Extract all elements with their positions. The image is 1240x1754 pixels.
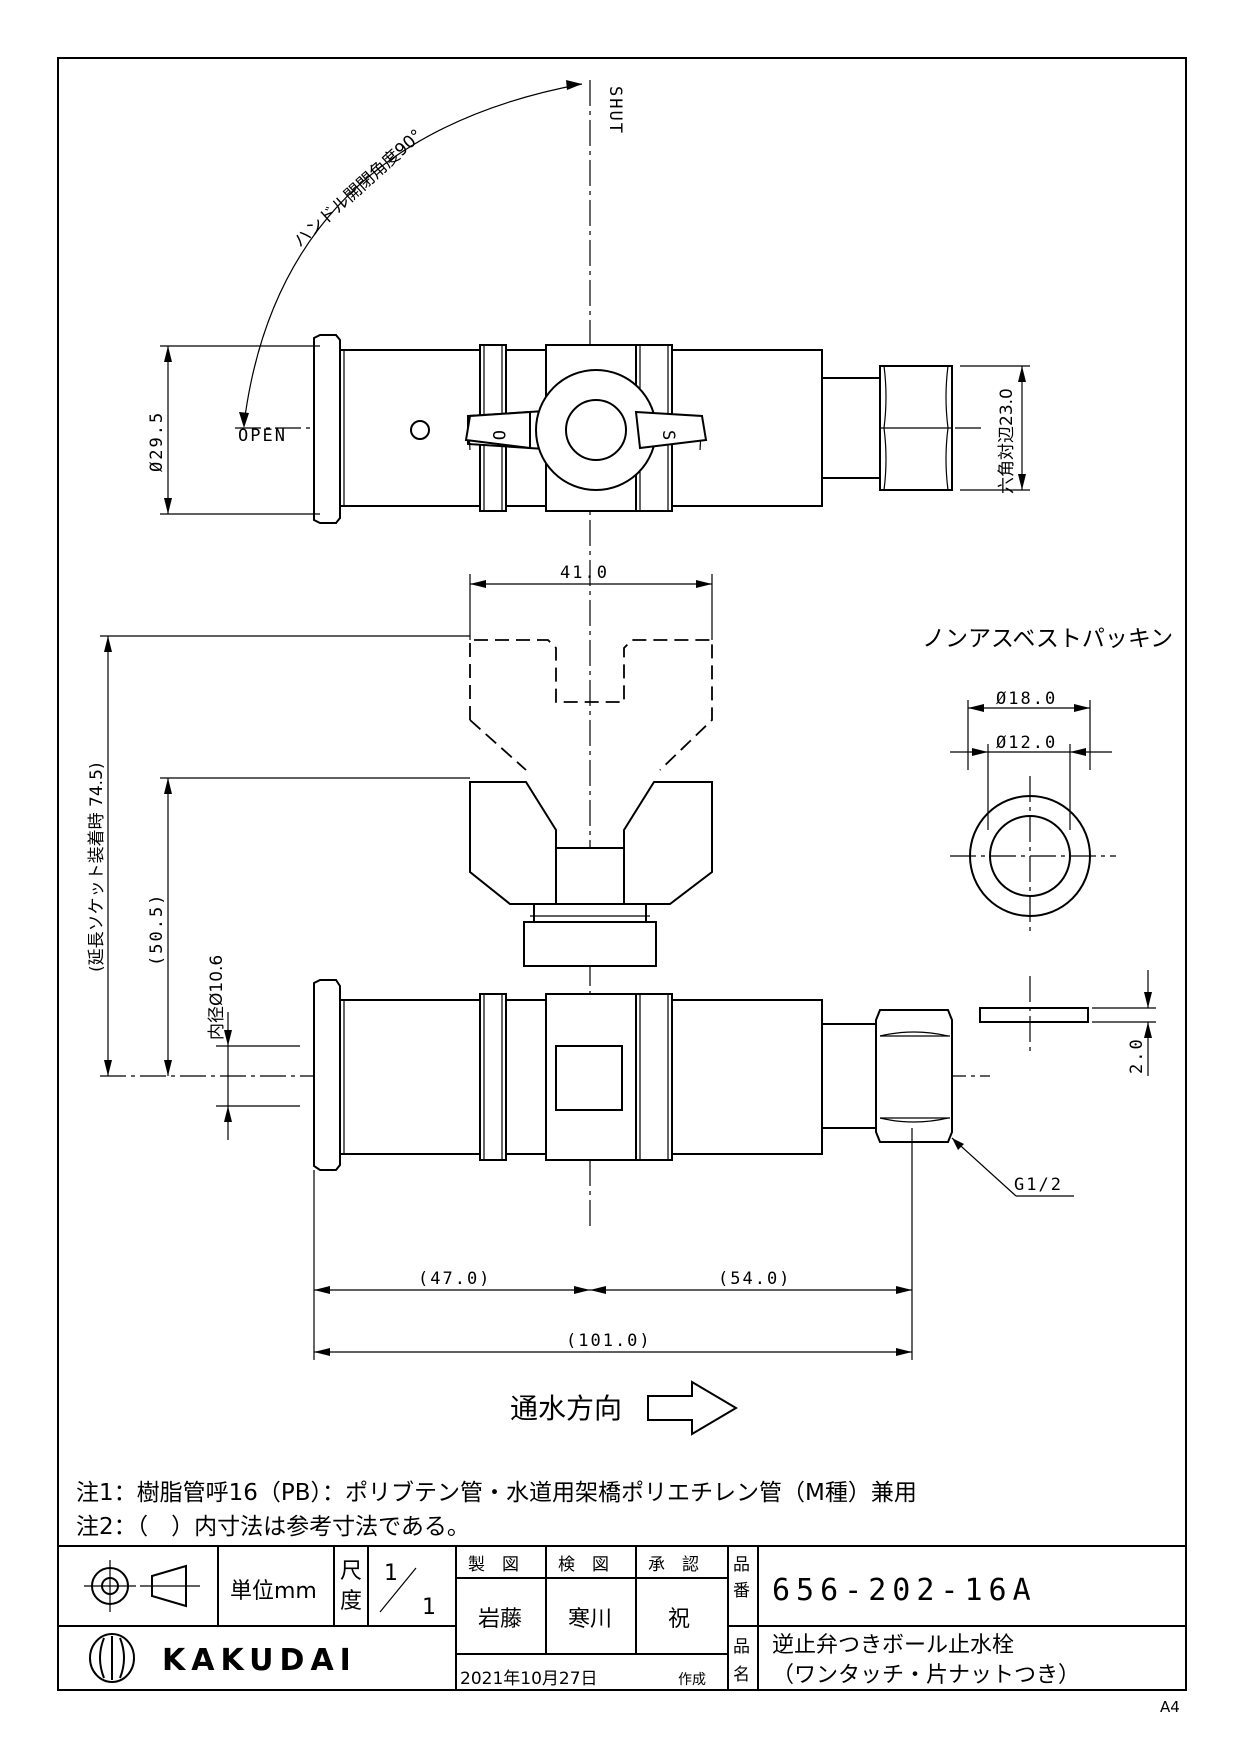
product-name-line-2: （ワンタッチ・片ナットつき） xyxy=(772,1663,1080,1688)
dim-gasket-12: Ø12.0 xyxy=(996,733,1057,753)
gasket-view: ノンアスベストパッキン Ø18.0 Ø12.0 2.0 xyxy=(922,626,1173,1076)
dim-h50-5: (50.5) xyxy=(147,893,167,966)
created-label: 作成 xyxy=(678,1672,706,1688)
dim-h74-5: (延長ソケット装着時 74.5) xyxy=(87,762,107,972)
dim-l47: (47.0) xyxy=(418,1269,491,1289)
header-approved: 承 認 xyxy=(648,1555,699,1575)
top-view: O S Ø29.5 六角対辺23.0 xyxy=(147,80,1030,560)
flow-direction-label: 通水方向 xyxy=(510,1392,622,1425)
dim-gasket-thk: 2.0 xyxy=(1127,1037,1147,1074)
scale-label-2: 度 xyxy=(340,1589,362,1614)
part-number: 656-202-16A xyxy=(772,1573,1037,1608)
dim-l101: (101.0) xyxy=(566,1331,652,1351)
header-checked: 検 図 xyxy=(558,1555,609,1575)
checked-by: 寒川 xyxy=(568,1607,612,1632)
scale-den: 1 xyxy=(422,1595,436,1620)
dim-inner-10-6: 内径Ø10.6 xyxy=(207,955,227,1040)
part-no-label-2: 番 xyxy=(733,1581,750,1601)
thread-label: G1/2 xyxy=(1014,1175,1063,1195)
drawing-frame xyxy=(57,57,1187,1691)
header-drawn: 製 図 xyxy=(468,1555,519,1575)
dim-d29-5: Ø29.5 xyxy=(147,411,167,472)
part-no-label-1: 品 xyxy=(733,1555,750,1575)
dim-gasket-18: Ø18.0 xyxy=(996,689,1057,709)
product-name-line-1: 逆止弁つきボール止水栓 xyxy=(772,1633,1014,1658)
name-label-1: 品 xyxy=(733,1637,750,1657)
handle-angle-label: ハンドル開閉角度90° xyxy=(290,126,427,252)
gasket-title: ノンアスベストパッキン xyxy=(922,626,1173,652)
scale-label-1: 尺 xyxy=(340,1559,362,1584)
handle-angle-arc xyxy=(243,83,583,425)
note-2: 注2：（ ）内寸法は参考寸法である。 xyxy=(76,1514,470,1540)
drawn-by: 岩藤 xyxy=(478,1607,522,1632)
name-label-2: 名 xyxy=(733,1665,750,1685)
title-block xyxy=(58,1545,1186,1690)
scale-num: 1 xyxy=(384,1561,398,1586)
third-angle-projection-icon xyxy=(84,1560,200,1612)
note-1: 注1：樹脂管呼16（PB）：ポリブテン管・水道用架橋ポリエチレン管（M種）兼用 xyxy=(76,1480,917,1506)
handle-mark-o: O xyxy=(488,430,508,442)
handle-mark-s: S xyxy=(658,430,678,442)
kakudai-logo xyxy=(89,1633,135,1683)
approved-by: 祝 xyxy=(668,1607,690,1632)
shut-label: SHUT xyxy=(605,86,625,135)
paper-size: A4 xyxy=(1160,1698,1180,1716)
dim-w41: 41.0 xyxy=(560,563,609,583)
dim-l54: (54.0) xyxy=(718,1269,791,1289)
dim-hex-23: 六角対辺23.0 xyxy=(997,388,1017,494)
created-date: 2021年10月27日 xyxy=(460,1669,598,1689)
open-label: OPEN xyxy=(238,426,287,446)
flow-arrow-icon xyxy=(647,1380,738,1436)
front-view: 41.0 xyxy=(87,560,1074,1436)
unit-label: 単位mm xyxy=(230,1579,317,1604)
brand-name: KAKUDAI xyxy=(162,1643,357,1678)
